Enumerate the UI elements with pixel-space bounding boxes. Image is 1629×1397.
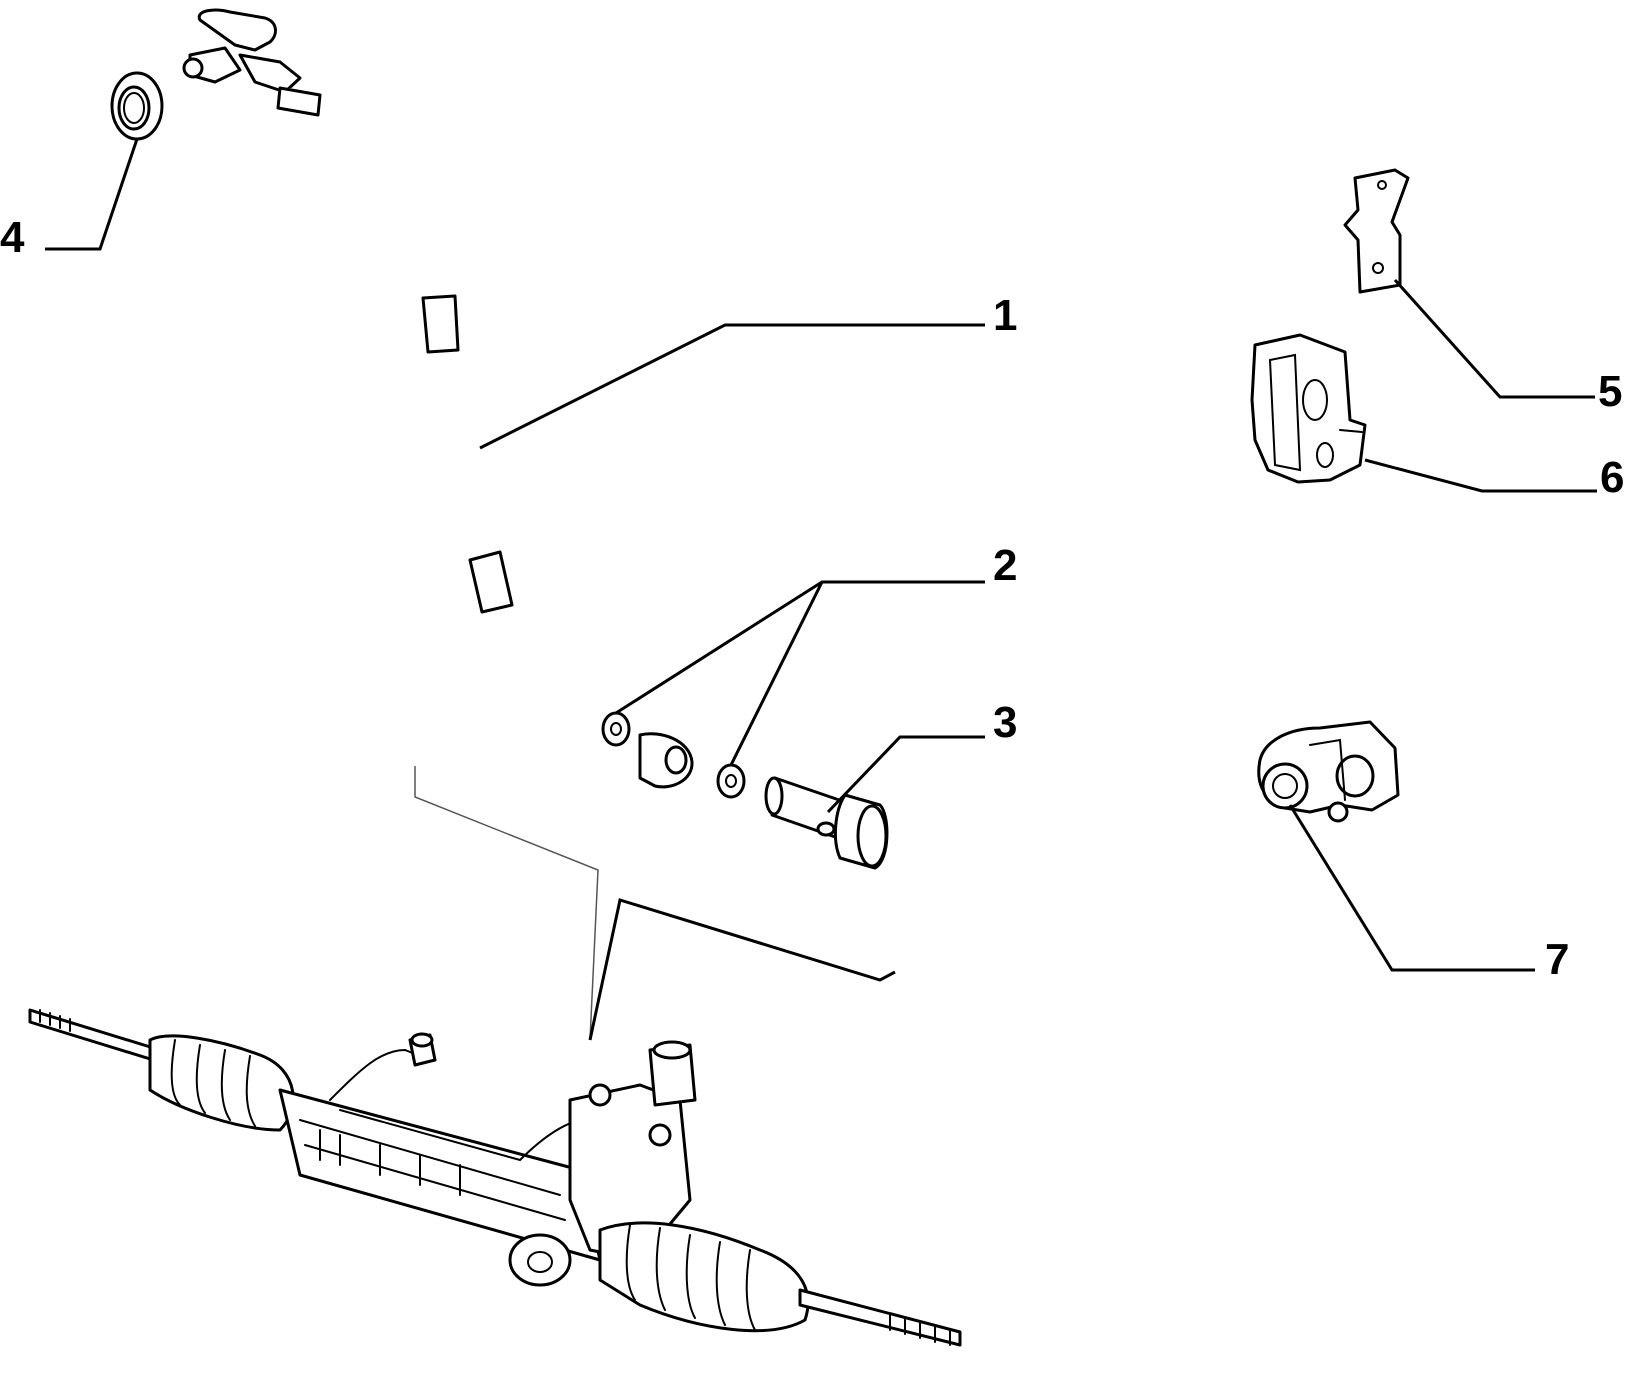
leader-6 bbox=[1364, 458, 1597, 493]
callout-2: 2 bbox=[993, 541, 1017, 590]
washer-icon[interactable] bbox=[601, 711, 746, 799]
banjo-bolt-icon[interactable] bbox=[764, 776, 889, 870]
seal-ring-icon[interactable] bbox=[110, 71, 164, 141]
callout-7: 7 bbox=[1545, 935, 1569, 984]
leader-4 bbox=[45, 138, 139, 251]
callout-1: 1 bbox=[993, 291, 1017, 340]
hose-pipe-icon[interactable] bbox=[182, 8, 694, 789]
pipe-clip-icon[interactable] bbox=[1257, 720, 1400, 823]
clamp-block-icon[interactable] bbox=[1250, 333, 1367, 484]
leader-2b bbox=[729, 581, 824, 766]
callout-labels: 1 2 3 4 5 6 7 bbox=[0, 213, 1624, 984]
callout-5: 5 bbox=[1598, 367, 1622, 416]
steering-rack-assembly bbox=[28, 766, 962, 1347]
leader-1 bbox=[479, 323, 985, 450]
leader-7 bbox=[1288, 804, 1535, 972]
leader-2a bbox=[615, 580, 985, 715]
leader-3 bbox=[826, 735, 985, 814]
callout-6: 6 bbox=[1600, 453, 1624, 502]
leader-lines bbox=[45, 138, 1597, 972]
callout-4: 4 bbox=[0, 213, 25, 262]
bracket-icon[interactable] bbox=[1343, 168, 1410, 294]
leader-5 bbox=[1393, 278, 1595, 399]
callout-3: 3 bbox=[993, 698, 1017, 747]
